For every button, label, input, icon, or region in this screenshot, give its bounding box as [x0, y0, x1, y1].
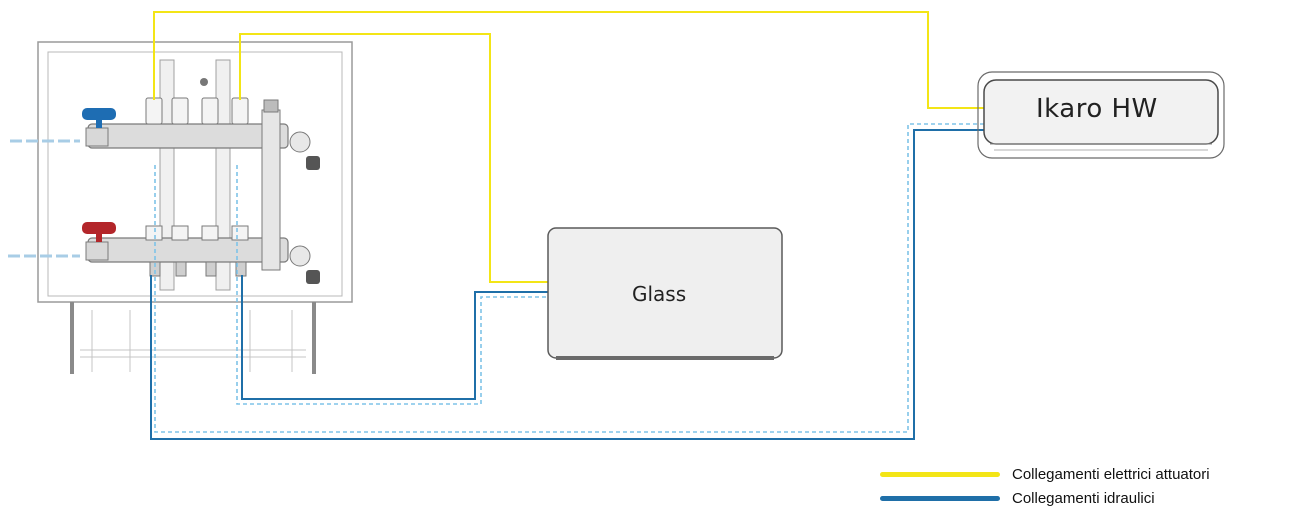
hot-valve-handle — [82, 222, 116, 242]
ikaro-hw-unit — [977, 71, 1225, 159]
legend-item-hydraulic: Collegamenti idraulici — [880, 490, 1155, 507]
electric-wiring — [153, 11, 986, 283]
hydraulic-piping — [150, 123, 984, 440]
glass-unit — [547, 227, 783, 360]
manifold-cabinet — [8, 41, 353, 374]
legend-label-hydraulic: Collegamenti idraulici — [1012, 490, 1155, 507]
legend-item-electric: Collegamenti elettrici attuatori — [880, 466, 1210, 483]
legend-swatch-electric — [880, 472, 1000, 477]
ikaro-hw-label: Ikaro HW — [1036, 94, 1158, 124]
glass-label: Glass — [632, 282, 687, 306]
legend-label-electric: Collegamenti elettrici attuatori — [1012, 466, 1210, 483]
legend-swatch-hydraulic — [880, 496, 1000, 501]
cold-valve-handle — [82, 108, 116, 128]
